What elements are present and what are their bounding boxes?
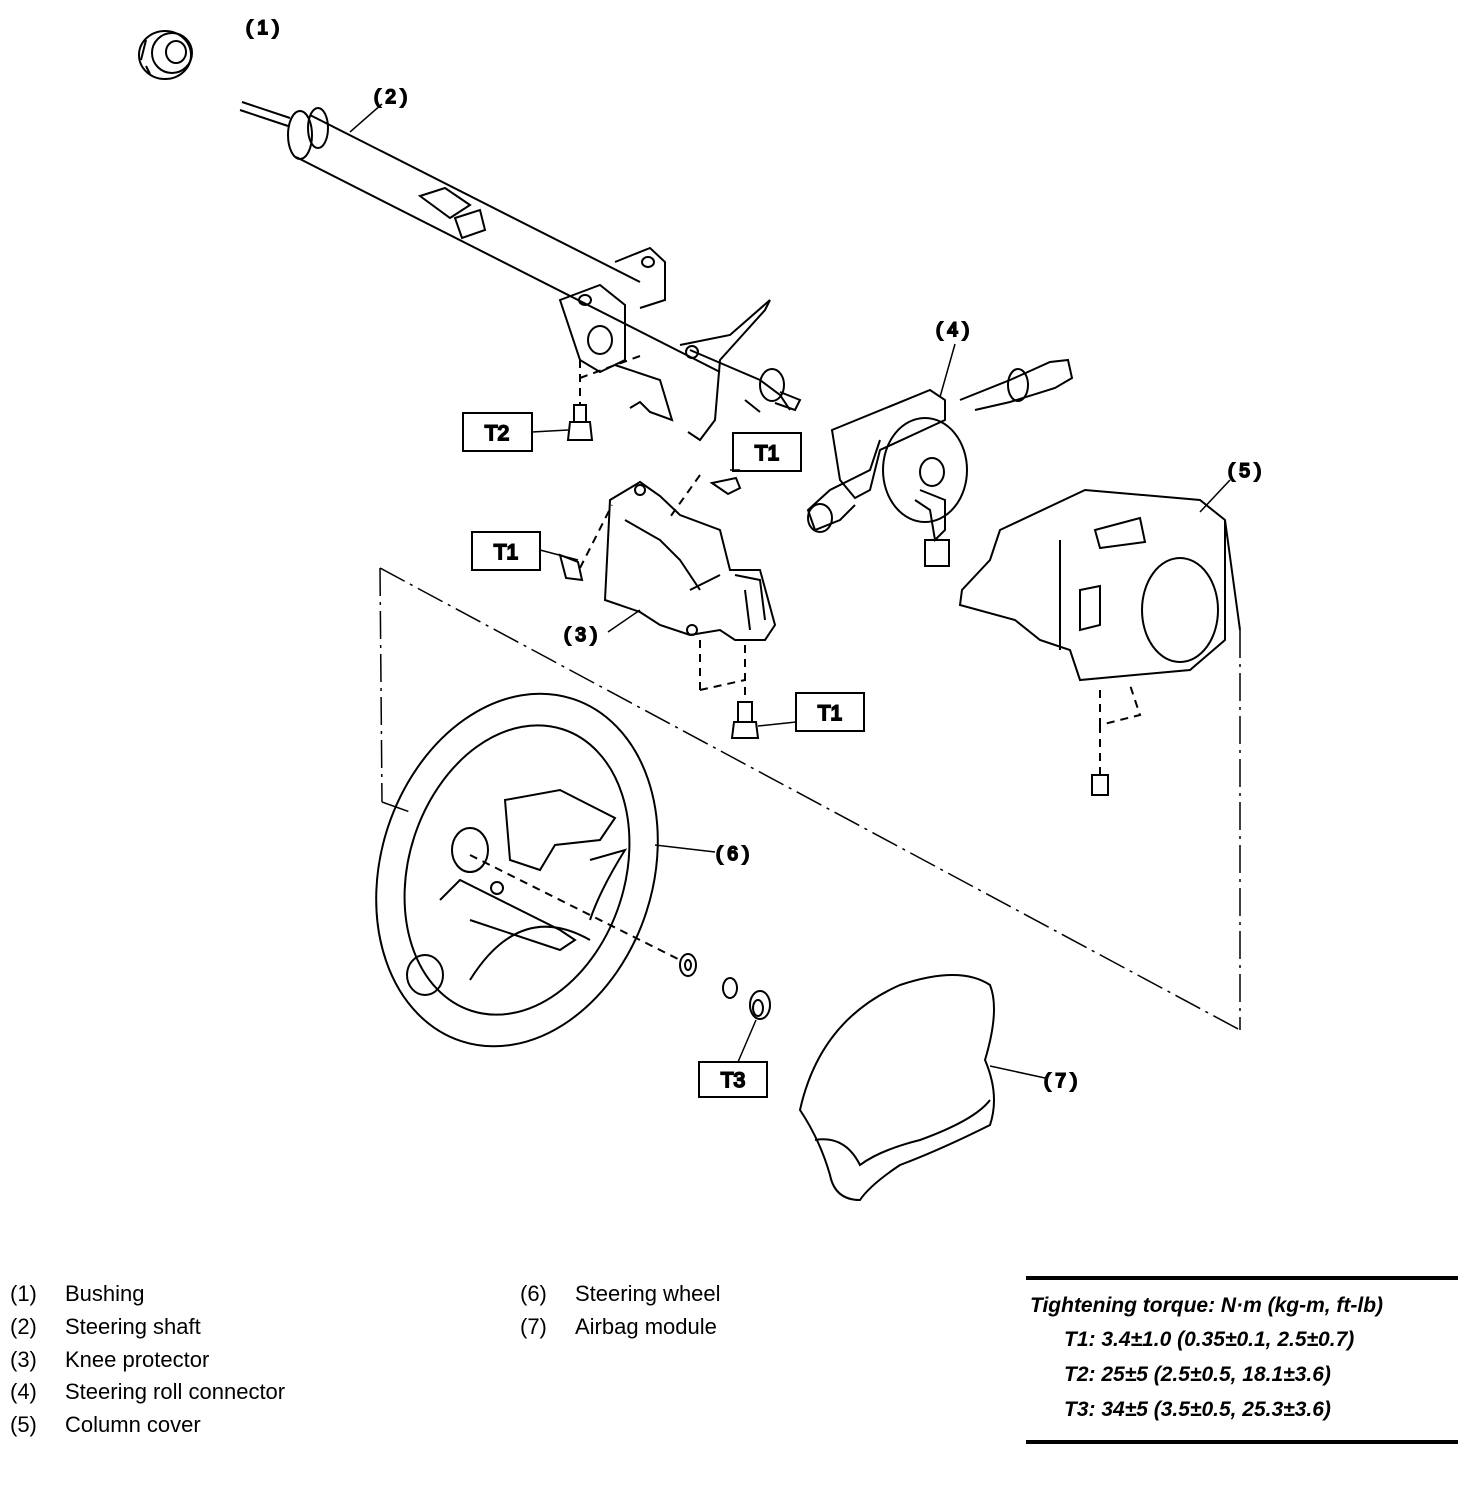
legend-number: (5) xyxy=(10,1412,37,1438)
torque-spec-t2: T2: 25±5 (2.5±0.5, 18.1±3.6) xyxy=(1064,1363,1331,1386)
legend-label: Bushing xyxy=(65,1281,145,1306)
torque-tag-t1: T1 xyxy=(755,442,780,465)
torque-tag-box xyxy=(462,412,533,452)
legend-label: Knee protector xyxy=(65,1346,210,1372)
callout-7: (7) xyxy=(1044,1071,1082,1092)
legend-number: (2) xyxy=(10,1313,37,1339)
leader-line xyxy=(939,343,956,398)
steering-wheel-part xyxy=(375,692,659,1048)
legend-label: Column cover xyxy=(65,1412,201,1438)
leader-line xyxy=(349,103,383,133)
callout-6: (6) xyxy=(716,844,754,865)
torque-tag-t1: T1 xyxy=(818,702,843,725)
leader-line xyxy=(654,844,716,853)
torque-tag-t2: T2 xyxy=(485,422,510,445)
legend-item: (2) Steering shaft xyxy=(10,1311,285,1344)
legend-label: Airbag module xyxy=(575,1313,717,1339)
legend-number: (4) xyxy=(10,1379,37,1405)
callout-1: (1) xyxy=(246,18,284,39)
nut-washer-part xyxy=(469,854,771,1020)
legend-item: (1) Bushing xyxy=(10,1278,285,1311)
legend-number: (1) xyxy=(10,1281,37,1306)
exploded-view-diagram: (1) (2) (3) (4) (5) (6) (7) T2 T1 T1 T1 … xyxy=(138,17,1266,1202)
column-cover-part xyxy=(958,488,1241,796)
steering-shaft-part xyxy=(239,101,802,442)
torque-title: Tightening torque: N·m (kg-m, ft-lb) xyxy=(1030,1294,1384,1317)
torque-tag-t1: T1 xyxy=(494,541,519,564)
torque-spec-t1: T1: 3.4±1.0 (0.35±0.1, 2.5±0.7) xyxy=(1064,1328,1355,1351)
torque-tag-box xyxy=(795,692,865,732)
leader-line xyxy=(531,429,569,433)
legend-number: (7) xyxy=(520,1313,547,1339)
callout-3: (3) xyxy=(564,625,602,646)
legend-label: Steering shaft xyxy=(65,1313,201,1339)
legend-item: (4) Steering roll connector xyxy=(10,1376,285,1409)
torque-tag-box xyxy=(471,531,541,571)
legend-number: (6) xyxy=(520,1281,547,1306)
legend-item: (6) Steering wheel xyxy=(520,1278,721,1311)
callout-2: (2) xyxy=(374,87,412,108)
alignment-line xyxy=(379,567,1241,1031)
tightening-torque-table: Tightening torque: N·m (kg-m, ft-lb) T1:… xyxy=(1026,1276,1458,1444)
airbag-module-part xyxy=(798,974,995,1202)
leader-line xyxy=(607,609,641,633)
leader-line xyxy=(757,721,797,727)
callout-4: (4) xyxy=(936,320,974,341)
parts-legend-right: (6) Steering wheel (7) Airbag module xyxy=(520,1278,721,1344)
leader-line xyxy=(1199,479,1231,513)
torque-spec-t3: T3: 34±5 (3.5±0.5, 25.3±3.6) xyxy=(1064,1398,1331,1421)
bolt-part xyxy=(566,355,641,441)
leader-line xyxy=(989,1065,1046,1079)
legend-item: (5) Column cover xyxy=(10,1409,285,1442)
steering-roll-connector-part xyxy=(806,358,1074,567)
legend-item: (3) Knee protector xyxy=(10,1344,285,1377)
callout-5: (5) xyxy=(1228,461,1266,482)
torque-tag-box xyxy=(698,1061,768,1098)
bolt-part xyxy=(558,474,760,739)
leader-line xyxy=(539,549,579,561)
bushing-part xyxy=(138,30,193,80)
knee-protector-part xyxy=(603,480,777,641)
legend-label: Steering roll connector xyxy=(65,1379,286,1405)
legend-number: (3) xyxy=(10,1346,37,1372)
torque-tag-box xyxy=(732,432,802,472)
leader-line xyxy=(737,1019,757,1063)
torque-tag-t3: T3 xyxy=(721,1069,746,1092)
parts-legend-left: (1) Bushing (2) Steering shaft (3) Knee pro… xyxy=(10,1278,285,1442)
legend-item: (7) Airbag module xyxy=(520,1311,721,1344)
legend-label: Steering wheel xyxy=(575,1281,721,1306)
